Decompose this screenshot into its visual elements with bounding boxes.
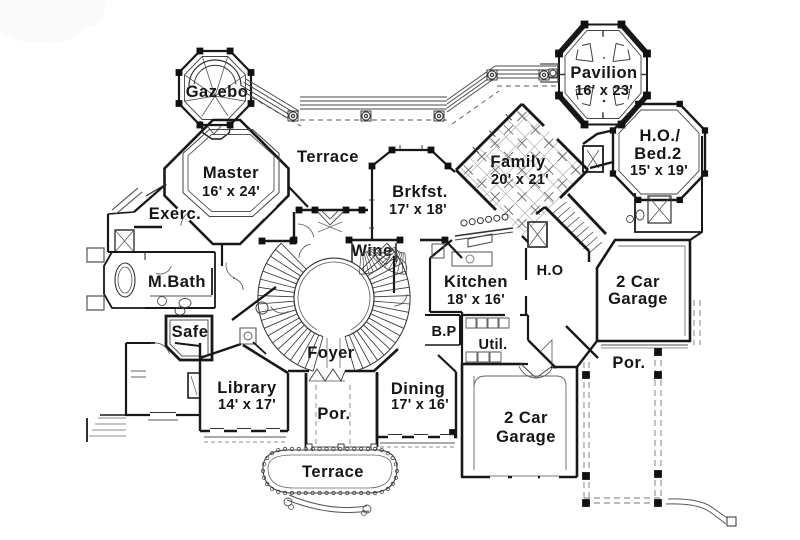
svg-text:Por.: Por. xyxy=(612,354,645,372)
svg-text:Foyer: Foyer xyxy=(307,344,355,362)
svg-text:Gazebo: Gazebo xyxy=(186,83,249,101)
svg-text:Garage: Garage xyxy=(608,290,668,308)
svg-text:16' x 23': 16' x 23' xyxy=(575,83,633,99)
svg-text:Bed.2: Bed.2 xyxy=(634,145,681,163)
svg-text:17' x 18': 17' x 18' xyxy=(389,202,447,218)
svg-text:Wine: Wine xyxy=(351,242,392,260)
svg-text:Family: Family xyxy=(490,153,546,171)
svg-text:M.Bath: M.Bath xyxy=(148,273,206,291)
svg-text:Terrace: Terrace xyxy=(302,463,364,481)
svg-text:Dining: Dining xyxy=(391,380,445,398)
svg-text:14' x 17': 14' x 17' xyxy=(218,397,276,413)
svg-text:Library: Library xyxy=(217,379,277,397)
svg-text:18' x 16': 18' x 16' xyxy=(447,292,505,308)
svg-text:2 Car: 2 Car xyxy=(616,273,660,291)
svg-text:15' x 19': 15' x 19' xyxy=(630,163,688,179)
svg-text:Safe: Safe xyxy=(172,323,209,341)
svg-text:Pavilion: Pavilion xyxy=(570,64,637,82)
svg-text:Garage: Garage xyxy=(496,428,556,446)
svg-text:2 Car: 2 Car xyxy=(504,409,548,427)
svg-text:Terrace: Terrace xyxy=(297,148,359,166)
svg-text:Master: Master xyxy=(203,164,259,182)
svg-text:Kitchen: Kitchen xyxy=(444,273,508,291)
svg-text:Brkfst.: Brkfst. xyxy=(392,183,448,201)
svg-text:Por.: Por. xyxy=(317,405,350,423)
svg-text:16' x 24': 16' x 24' xyxy=(202,184,260,200)
svg-text:H.O./: H.O./ xyxy=(639,127,680,145)
svg-text:17' x 16': 17' x 16' xyxy=(391,397,449,413)
svg-text:H.O: H.O xyxy=(537,263,564,279)
svg-text:Exerc.: Exerc. xyxy=(149,205,202,223)
svg-text:Util.: Util. xyxy=(479,337,508,353)
svg-text:20' x 21': 20' x 21' xyxy=(491,172,549,188)
svg-text:B.P: B.P xyxy=(431,324,456,340)
